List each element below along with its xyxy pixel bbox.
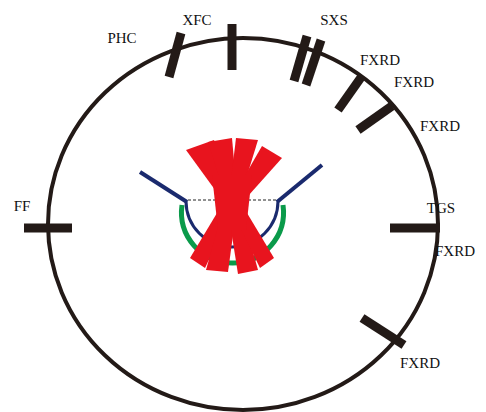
port-label: FXRD [394,75,434,90]
port-tgs [390,224,440,233]
port-fxrd-2 [358,106,392,130]
port-label: FXRD [400,356,440,371]
port-fxrd-1 [338,76,362,110]
port-label: TGS [427,201,455,216]
port-label: PHC [107,31,136,46]
shield-right [277,165,322,202]
port-sxs-b [306,40,321,85]
diagnostic-ports [24,24,440,345]
port-label: FXRD [360,53,400,68]
port-label: FXRD [420,119,460,134]
port-fxrd-3 [362,318,404,345]
port-label: XFC [182,13,211,28]
port-xfc [228,24,237,70]
beam-core [212,175,252,230]
port-label: FXRD [435,244,475,259]
shield-left [140,172,187,202]
port-label: SXS [320,13,348,28]
port-phc [169,33,181,77]
laser-beams [186,138,282,274]
port-ff [24,224,72,233]
port-label: FF [14,199,31,214]
target-chamber [48,38,438,410]
